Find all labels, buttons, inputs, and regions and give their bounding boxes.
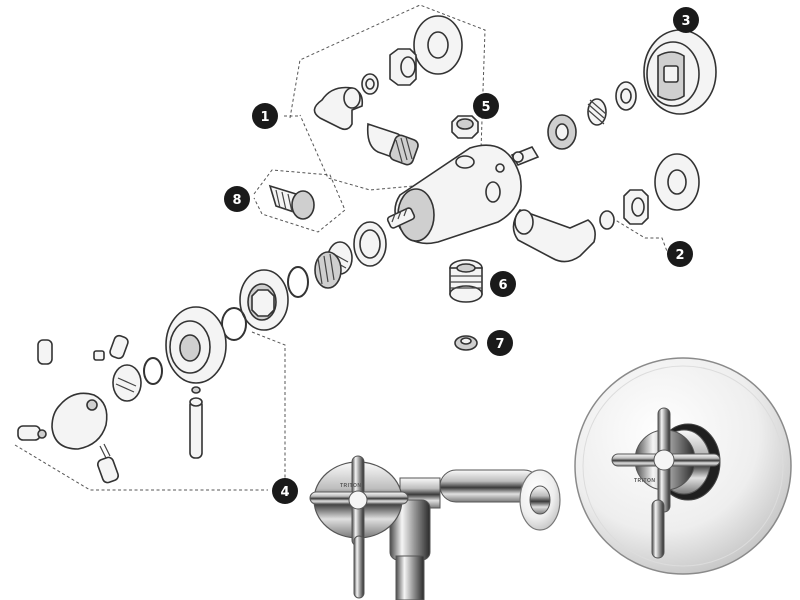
part-cartridge-pin bbox=[510, 146, 540, 166]
part-cartridge-threaded bbox=[353, 221, 387, 267]
svg-text:6: 6 bbox=[498, 278, 507, 293]
part-union-top bbox=[366, 122, 419, 166]
part-valve-body bbox=[394, 144, 522, 245]
svg-text:1: 1 bbox=[260, 110, 269, 125]
part-fitting-6 bbox=[449, 259, 483, 303]
brand-label-exposed: TRITON bbox=[340, 483, 362, 489]
part-elbow-top bbox=[313, 86, 364, 131]
part-o-ring-1 bbox=[287, 266, 309, 298]
callout-2: 2 bbox=[667, 241, 693, 267]
part-bearing-right bbox=[547, 114, 577, 150]
callout-3: 3 bbox=[673, 7, 699, 33]
part-olive-right bbox=[599, 210, 615, 230]
part-nut-5 bbox=[451, 115, 479, 139]
group-2-leader bbox=[611, 217, 669, 255]
callout-1: 1 bbox=[252, 103, 278, 129]
part-spring-right bbox=[587, 98, 607, 126]
svg-text:4: 4 bbox=[280, 485, 289, 500]
part-grub-screw-1 bbox=[93, 350, 105, 361]
callout-4: 4 bbox=[272, 478, 298, 504]
part-compression-nut-right bbox=[623, 189, 649, 225]
part-handle-cap bbox=[51, 392, 108, 450]
part-o-ring-3 bbox=[143, 357, 163, 385]
svg-text:3: 3 bbox=[681, 14, 690, 29]
svg-text:2: 2 bbox=[675, 248, 684, 263]
part-ring-right bbox=[615, 81, 637, 111]
part-lever-end-4 bbox=[96, 443, 120, 484]
part-backplate-nut bbox=[239, 269, 289, 331]
part-spline-adapter bbox=[112, 364, 142, 402]
svg-text:5: 5 bbox=[481, 100, 490, 115]
callout-5: 5 bbox=[473, 93, 499, 119]
part-elbow-right bbox=[512, 209, 596, 263]
part-olive-top bbox=[361, 73, 379, 95]
part-spindle-small bbox=[386, 207, 416, 229]
svg-text:7: 7 bbox=[495, 337, 504, 352]
part-thread-sleeve bbox=[314, 251, 342, 289]
callout-7: 7 bbox=[487, 330, 513, 356]
part-collar-plate-top bbox=[413, 15, 463, 75]
part-lever-end-2 bbox=[109, 334, 129, 360]
group-4-leader bbox=[14, 331, 286, 491]
callout-8: 8 bbox=[224, 186, 250, 212]
part-lever-rod bbox=[189, 386, 203, 459]
callout-6: 6 bbox=[490, 271, 516, 297]
part-lever-end-1 bbox=[37, 339, 53, 365]
part-shroud-3 bbox=[643, 29, 717, 115]
svg-text:8: 8 bbox=[232, 193, 241, 208]
group-8-outline bbox=[253, 169, 346, 233]
part-collar-plate-right bbox=[654, 153, 700, 211]
photo-concealed-valve: TRITON bbox=[574, 357, 792, 575]
part-union-8 bbox=[268, 184, 315, 220]
photo-exposed-valve: TRITON bbox=[309, 455, 561, 600]
part-compression-nut-top bbox=[389, 48, 417, 86]
part-lever-end-3 bbox=[17, 425, 47, 441]
brand-label-concealed: TRITON bbox=[634, 478, 656, 484]
part-o-ring-2 bbox=[221, 307, 247, 341]
part-hub bbox=[165, 306, 227, 384]
part-washer-7 bbox=[454, 335, 478, 351]
